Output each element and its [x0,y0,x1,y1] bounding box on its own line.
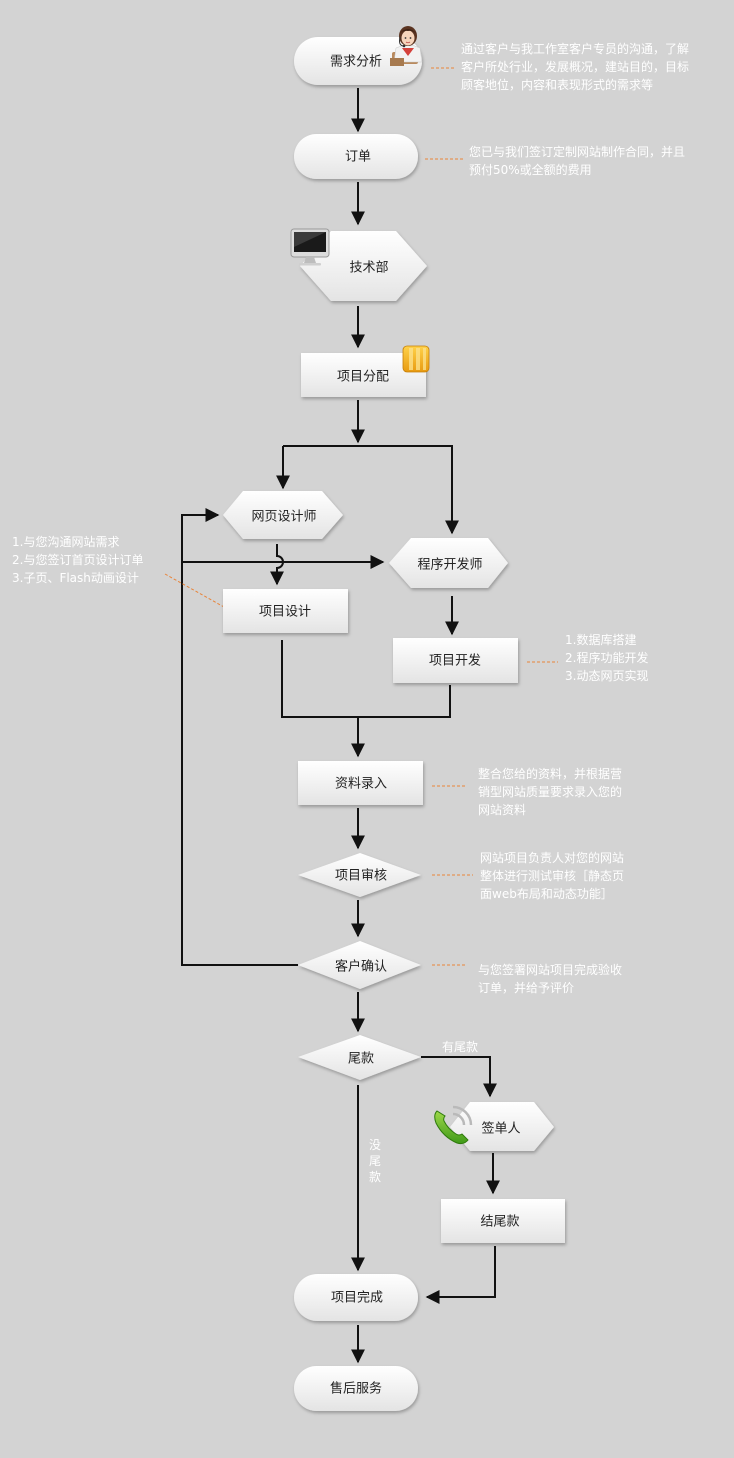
label-project-design: 项目设计 [259,605,311,620]
label-after-sales: 售后服务 [330,1381,382,1397]
label-customer-confirm: 客户确认 [335,959,387,975]
note-leaders [164,67,558,966]
node-project-complete [294,1274,418,1321]
node-project-design [223,589,348,633]
node-project-review [298,853,421,897]
note-project-review: 网站项目负责人对您的网站 整体进行测试审核［静态页 面web布局和动态功能］ [480,851,625,901]
note-order: 您已与我们签订定制网站制作合同，并且 预付50%或全额的费用 [469,145,686,177]
node-web-designer [223,491,343,539]
label-signer: 签单人 [481,1121,520,1137]
node-program-developer [389,538,508,588]
label-project-review: 项目审核 [335,869,387,884]
node-after-sales [294,1366,418,1411]
edge-has-payment [421,1056,497,1098]
label-tech-dept: 技术部 [349,261,388,276]
label-order: 订单 [345,150,371,165]
node-data-entry [298,761,423,805]
label-settle-final-payment: 结尾款 [480,1215,519,1230]
label-requirement-analysis: 需求分析 [330,55,382,70]
leader-designer-tasks [164,573,225,608]
note-developer-tasks: 1.数据库搭建 2.程序功能开发 3.动态网页实现 [565,633,649,683]
edge-label-has-final-payment: 有尾款 [442,1040,479,1054]
node-signer [450,1102,554,1151]
note-requirement-analysis: 通过客户与我工作室客户专员的沟通，了解 客户所处行业，发展概况，建站目的，目标 … [461,42,690,92]
node-tech-dept [300,231,427,301]
node-final-payment [298,1035,421,1080]
note-data-entry: 整合您给的资料，并根据营 销型网站质量要求录入您的 网站资料 [478,767,623,817]
customer-service-woman-icon [390,26,423,66]
node-project-development [393,638,518,683]
label-data-entry: 资料录入 [335,777,387,792]
telephone-icon [434,1105,473,1145]
node-settle-final-payment [441,1199,565,1243]
label-project-development: 项目开发 [429,653,481,669]
node-requirement-analysis [294,37,422,85]
node-shapes [223,37,565,1411]
node-customer-confirm [298,941,421,989]
edge-confirm-back-to-designer [181,508,298,966]
edge-merge [281,640,451,718]
label-project-complete: 项目完成 [331,1291,383,1306]
edge-designer-to-design [270,544,284,586]
node-order [294,134,418,179]
edge-settle-to-complete [425,1246,496,1304]
connectors [181,88,500,1364]
label-project-allocation: 项目分配 [337,370,389,385]
note-customer-confirm: 与您签署网站项目完成验收 订单，并给予评价 [478,963,623,995]
folder-icon [402,345,430,373]
computer-monitor-icon [290,228,330,266]
node-labels: 需求分析 订单 技术部 项目分配 网页设计师 程序开发师 项目设计 项目开发 资… [251,55,520,1397]
label-program-developer: 程序开发师 [417,557,482,573]
note-designer-tasks: 1.与您沟通网站需求 2.与您签订首页设计订单 3.子页、Flash动画设计 [12,535,144,585]
label-final-payment: 尾款 [348,1052,374,1067]
label-web-designer: 网页设计师 [251,510,316,525]
edge-label-no-final-payment: 没尾款 [368,1138,381,1184]
